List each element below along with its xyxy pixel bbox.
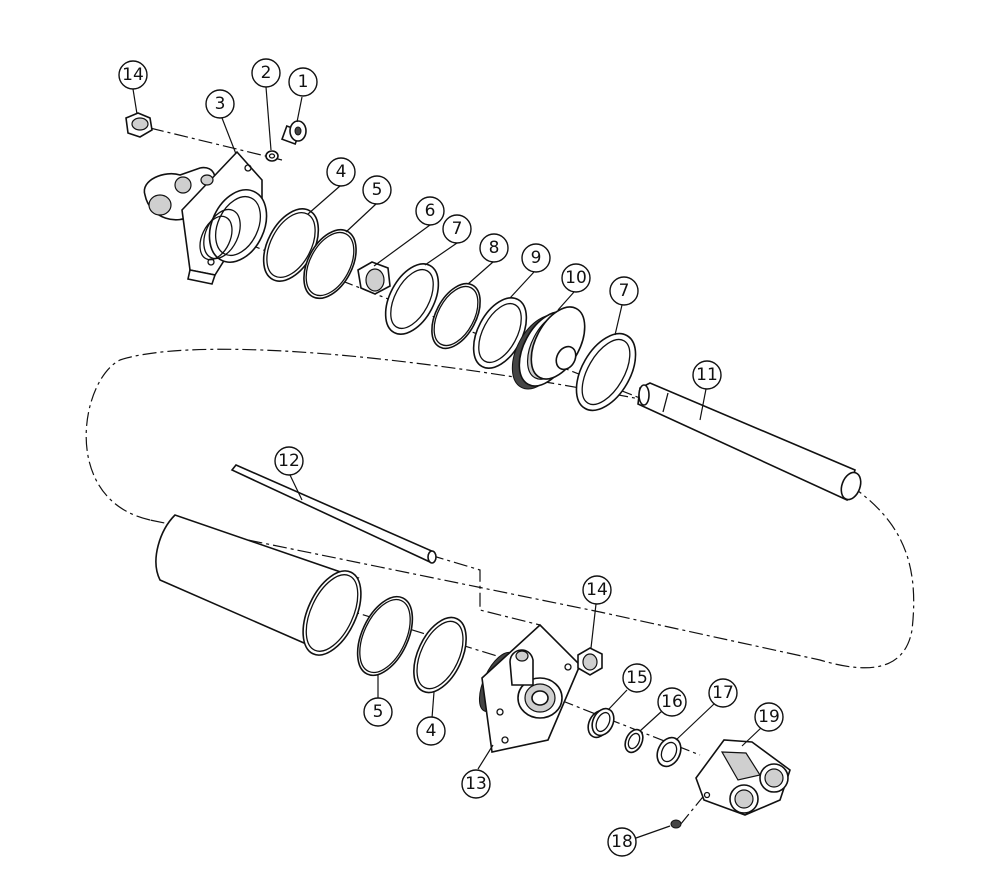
svg-text:10: 10 bbox=[565, 268, 587, 288]
callout-7-top: 7 bbox=[442, 214, 472, 244]
callout-12: 12 bbox=[274, 446, 304, 476]
svg-text:18: 18 bbox=[611, 832, 633, 852]
svg-text:7: 7 bbox=[452, 219, 463, 239]
callout-1: 1 bbox=[288, 67, 318, 97]
part-17-wiper bbox=[656, 736, 682, 768]
part-3-end-cap bbox=[143, 150, 268, 285]
callout-4-bottom: 4 bbox=[416, 716, 446, 746]
svg-text:15: 15 bbox=[626, 668, 648, 688]
cylinder-barrel bbox=[155, 514, 362, 656]
part-11-piston-rod bbox=[637, 382, 862, 502]
callout-19: 19 bbox=[754, 702, 784, 732]
callout-8: 8 bbox=[479, 233, 509, 263]
svg-text:7: 7 bbox=[619, 281, 630, 301]
svg-text:19: 19 bbox=[758, 707, 780, 727]
svg-text:17: 17 bbox=[712, 683, 734, 703]
svg-text:12: 12 bbox=[278, 451, 300, 471]
part-1-fitting bbox=[281, 120, 307, 145]
callout-9: 9 bbox=[521, 243, 551, 273]
svg-text:11: 11 bbox=[696, 365, 718, 385]
svg-text:4: 4 bbox=[426, 721, 437, 741]
part-19-clevis bbox=[695, 739, 791, 816]
svg-text:13: 13 bbox=[465, 774, 487, 794]
svg-text:4: 4 bbox=[336, 162, 347, 182]
callout-11: 11 bbox=[692, 360, 722, 390]
svg-text:2: 2 bbox=[261, 63, 272, 83]
callout-14-bottom: 14 bbox=[582, 575, 612, 605]
callout-16: 16 bbox=[657, 687, 687, 717]
part-16-seal bbox=[624, 728, 644, 754]
callout-4-top: 4 bbox=[326, 157, 356, 187]
callout-13: 13 bbox=[461, 769, 491, 799]
svg-text:5: 5 bbox=[372, 180, 383, 200]
callout-6: 6 bbox=[415, 196, 445, 226]
part-10-piston bbox=[511, 306, 586, 390]
svg-text:3: 3 bbox=[215, 94, 226, 114]
svg-text:8: 8 bbox=[489, 238, 500, 258]
part-13-rod-end-cap bbox=[478, 623, 581, 753]
part-7-ring-right bbox=[575, 332, 637, 412]
callout-7-right: 7 bbox=[609, 276, 639, 306]
svg-text:5: 5 bbox=[373, 702, 384, 722]
part-4-oring-bottom bbox=[413, 616, 467, 694]
part-12-tie-rod bbox=[230, 464, 437, 564]
callout-5-bottom: 5 bbox=[363, 697, 393, 727]
part-14-nut-top bbox=[125, 112, 153, 138]
callout-10: 10 bbox=[561, 263, 591, 293]
callout-3: 3 bbox=[205, 89, 235, 119]
svg-text:6: 6 bbox=[425, 201, 436, 221]
part-18-set-screw bbox=[670, 819, 682, 829]
svg-text:14: 14 bbox=[586, 580, 608, 600]
callout-18: 18 bbox=[607, 827, 637, 857]
part-6-nut bbox=[357, 261, 391, 295]
callout-15: 15 bbox=[622, 663, 652, 693]
part-2-washer bbox=[265, 150, 279, 162]
svg-text:1: 1 bbox=[298, 72, 309, 92]
part-15-bushing bbox=[587, 707, 615, 739]
part-7-ring-top bbox=[384, 263, 440, 335]
svg-text:9: 9 bbox=[531, 248, 542, 268]
callout-14-top: 14 bbox=[118, 60, 148, 90]
svg-text:16: 16 bbox=[661, 692, 683, 712]
callout-17: 17 bbox=[708, 678, 738, 708]
part-5-oring-bottom bbox=[356, 595, 414, 677]
svg-text:14: 14 bbox=[122, 65, 144, 85]
part-14-nut-bottom bbox=[577, 647, 603, 676]
callout-leaders bbox=[132, 86, 763, 839]
part-8-ring bbox=[431, 282, 481, 350]
callout-2: 2 bbox=[251, 58, 281, 88]
callout-5-top: 5 bbox=[362, 175, 392, 205]
